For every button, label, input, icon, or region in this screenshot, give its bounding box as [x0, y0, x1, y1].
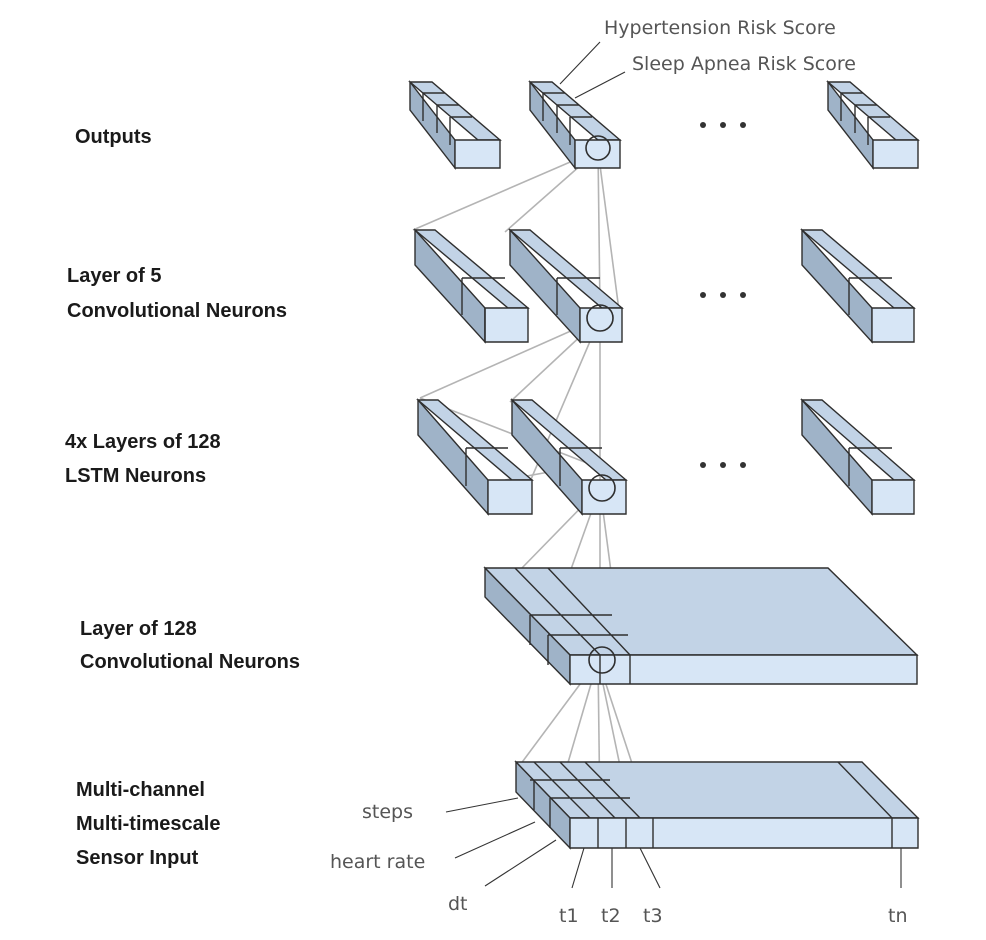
conv5-block-1 [413, 228, 530, 344]
input-slab [514, 760, 920, 850]
label-outputs: Outputs [75, 126, 152, 148]
ellipsis-outputs [700, 122, 746, 128]
conv128-slab [483, 566, 919, 686]
label-input-line3: Sensor Input [76, 847, 199, 869]
label-conv5-line1: Layer of 5 [67, 265, 161, 287]
lstm-block-n [800, 398, 916, 516]
time-tn: tn [888, 905, 908, 927]
label-conv128-line1: Layer of 128 [80, 618, 197, 640]
time-t3: t3 [643, 905, 663, 927]
ellipsis-lstm [700, 462, 746, 468]
label-conv128-line2: Convolutional Neurons [80, 651, 300, 673]
label-input-line1: Multi-channel [76, 779, 205, 801]
lstm-block-2 [510, 398, 628, 516]
lstm-block-1 [416, 398, 534, 516]
conv5-block-2 [508, 228, 624, 344]
annotation-sleep-apnea: Sleep Apnea Risk Score [632, 53, 856, 75]
output-block-n [826, 79, 920, 171]
label-input-line2: Multi-timescale [76, 813, 220, 835]
time-t2: t2 [601, 905, 621, 927]
time-t1: t1 [559, 905, 579, 927]
channel-heart-rate: heart rate [330, 851, 425, 873]
output-block-1 [408, 79, 502, 171]
label-lstm-line2: LSTM Neurons [65, 465, 206, 487]
output-block-2 [528, 79, 622, 171]
label-conv5-line2: Convolutional Neurons [67, 300, 287, 322]
annotation-hypertension: Hypertension Risk Score [604, 17, 836, 39]
channel-dt: dt [448, 893, 468, 915]
leader-lines [445, 41, 902, 889]
conv5-block-n [800, 228, 916, 344]
channel-steps: steps [362, 801, 413, 823]
ellipsis-conv5 [700, 292, 746, 298]
label-lstm-line1: 4x Layers of 128 [65, 431, 221, 453]
